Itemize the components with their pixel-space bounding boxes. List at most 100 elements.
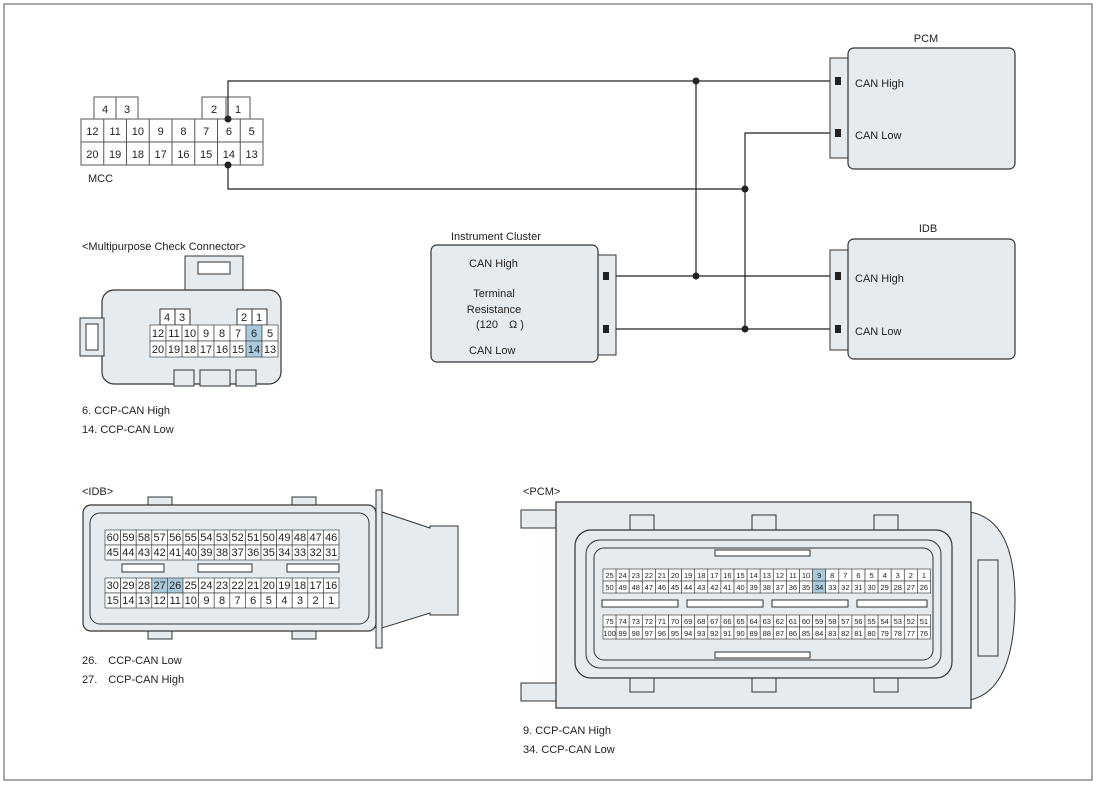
idb-pin-number: 11 [169,595,180,607]
pcm-pin-number: 61 [789,617,797,626]
mcc-pin-number: 17 [155,149,167,161]
idb-pin-number: 9 [203,595,209,607]
idb-pin-number: 31 [325,547,337,559]
idb-pin-number: 56 [169,532,181,544]
mpcc-pin-number: 18 [184,344,196,356]
mcc-pin-number: 7 [203,126,209,138]
idb-pin-number: 60 [107,532,119,544]
pcm-pin-number: 91 [723,629,731,638]
idb-pin-number: 13 [138,595,150,607]
pcm-pin-number: 7 [843,571,847,580]
mcc-pin-number: 11 [109,126,120,138]
idb-pin-number: 30 [107,580,119,592]
pcm-pin-number: 57 [841,617,849,626]
idb-pin-number: 49 [278,532,290,544]
pcm-pin-number: 58 [828,617,836,626]
pcm-pin-number: 80 [867,629,875,638]
pcm-pin-number: 99 [618,629,626,638]
pcm-pin-number: 92 [710,629,718,638]
mcc-pin-number: 13 [246,149,258,161]
pcm-pin-number: 34 [815,583,823,592]
pcm-pin-number: 27 [907,583,915,592]
pcm-pin-number: 96 [658,629,666,638]
mpcc-pin-number: 7 [235,328,241,340]
mpcc-pin-number: 14 [248,344,260,356]
pcm-pin-number: 19 [684,571,692,580]
pcm-pin-number: 37 [776,583,784,592]
pcm-pin-number: 67 [710,617,718,626]
idb-pin-number: 10 [185,595,197,607]
pcm-pin-number: 12 [776,571,784,580]
idb-pin-number: 20 [263,580,275,592]
pcm-conn-title: <PCM> [523,486,560,498]
pcm-pin-number: 83 [828,629,836,638]
pcm-pin-number: 56 [854,617,862,626]
pcm-pin-number: 47 [645,583,653,592]
idb-pin-number: 38 [216,547,228,559]
wire-junctions [224,77,749,333]
idb-pin-number: 15 [107,595,119,607]
idb-pin-number: 2 [313,595,319,607]
idb-pin-number: 39 [200,547,212,559]
mcc-pin-number: 20 [86,149,98,161]
idb-pin-number: 12 [153,595,165,607]
idb-conn-title: <IDB> [82,486,113,498]
diagram-frame [3,3,1093,781]
idb-pin-number: 6 [250,595,256,607]
pcm-pin-number: 6 [856,571,860,580]
pcm-pin-number: 70 [671,617,679,626]
mpcc-pin-number: 11 [168,328,179,340]
idb-conn-note: 27. CCP-CAN High [82,674,184,686]
pcm-pin-number: 53 [894,617,902,626]
idb-pin-number: 45 [107,547,119,559]
mpcc-pin-number: 13 [264,344,276,356]
pcm-pin-number: 9 [817,571,821,580]
pcm-can-low-label: CAN Low [855,130,902,142]
pcm-pin-number: 59 [815,617,823,626]
mpcc-pin-number: 17 [200,344,212,356]
idb-pin-number: 32 [309,547,321,559]
mpcc-note: 14. CCP-CAN Low [82,424,174,436]
idb-pin-number: 7 [235,595,241,607]
pcm-pin-number: 94 [684,629,692,638]
pcm-pin-number: 63 [763,617,771,626]
cluster-title: Instrument Cluster [451,231,541,243]
mpcc-top-pin: 2 [241,312,247,324]
mcc-pin-number: 5 [249,126,255,138]
wiring [227,80,838,330]
pcm-pin-number: 32 [841,583,849,592]
pcm-pin-number: 79 [880,629,888,638]
pcm-pin-number: 33 [828,583,836,592]
mcc-pin-number: 10 [132,126,144,138]
pcm-pin-number: 86 [789,629,797,638]
pcm-pin-number: 49 [618,583,626,592]
pcm-pin-number: 74 [618,617,626,626]
idb-pin-number: 27 [153,580,165,592]
idb-pin-number: 44 [122,547,134,559]
pcm-pin-number: 62 [776,617,784,626]
idb-pin-number: 54 [200,532,212,544]
pcm-pin-number: 24 [618,571,626,580]
pcm-pin-number: 26 [920,583,928,592]
mpcc-pin-number: 6 [251,328,257,340]
mcc-pin-number: 8 [180,126,186,138]
can-low-wire-mcc [227,165,745,190]
idb-pin-number: 14 [122,595,134,607]
pcm-pin-number: 45 [671,583,679,592]
idb-pin-number: 16 [325,580,337,592]
pcm-can-high-label: CAN High [855,78,904,90]
idb-pin-number: 19 [278,580,290,592]
pcm-pin-number: 3 [896,571,900,580]
pcm-pin-number: 25 [605,571,613,580]
pcm-pin-number: 39 [749,583,757,592]
resistance-label: Resistance [467,304,521,316]
pcm-pin-number: 78 [894,629,902,638]
pcm-pin-number: 16 [723,571,731,580]
pcm-pin-number: 51 [920,617,928,626]
mcc-label: MCC [88,173,113,185]
idb-pin-number: 52 [231,532,243,544]
mpcc-top-pin: 1 [256,312,262,324]
pcm-pin-number: 82 [841,629,849,638]
idb-pin-cell [323,544,340,561]
